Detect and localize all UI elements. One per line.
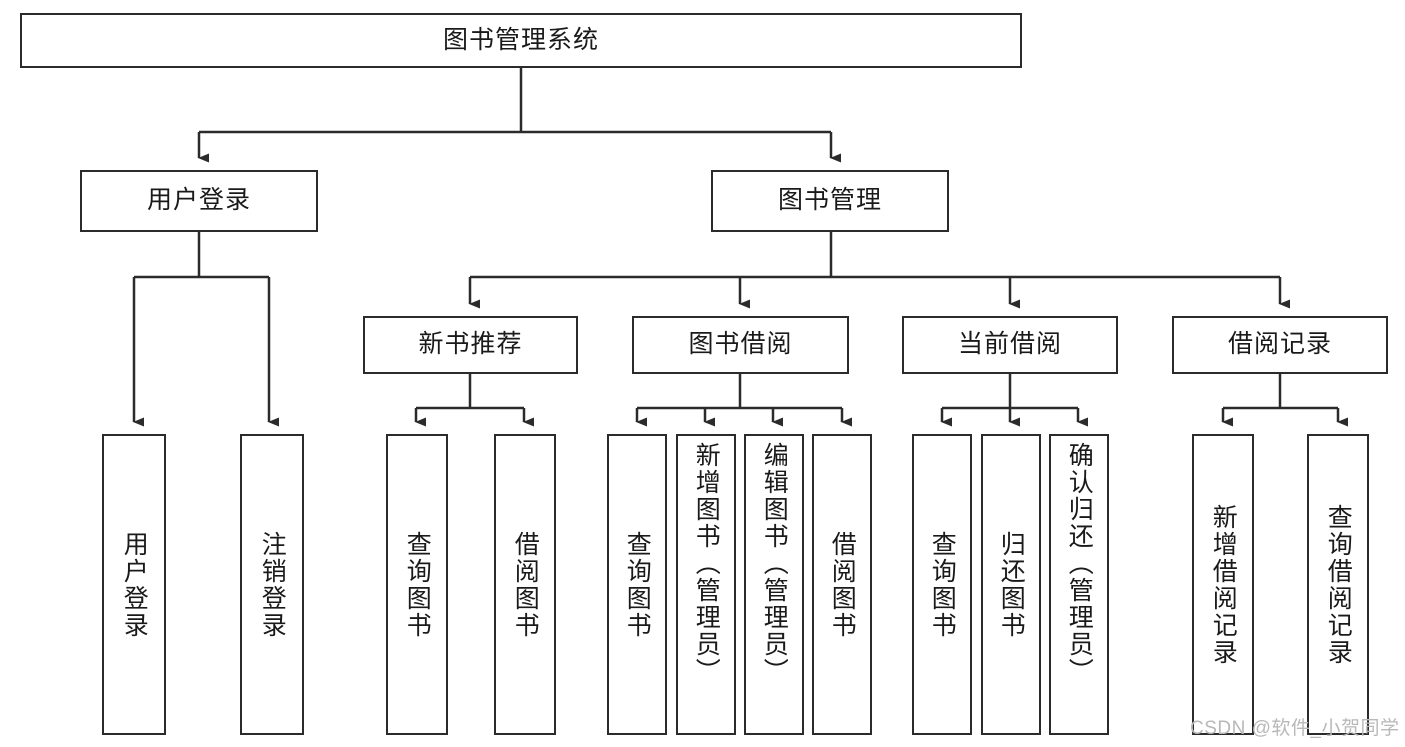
node-borrow-record-label: 借阅记录 bbox=[1227, 330, 1332, 359]
node-leaf-query-book-2[interactable]: 查询图书 bbox=[607, 434, 667, 735]
node-leaf-user-login-label: 用户登录 bbox=[120, 530, 149, 639]
node-leaf-query-book-1[interactable]: 查询图书 bbox=[386, 434, 448, 735]
csdn-watermark: CSDN @软件_小贺同学 bbox=[1190, 718, 1400, 739]
node-leaf-add-record[interactable]: 新增借阅记录 bbox=[1192, 434, 1254, 735]
node-leaf-query-record-label: 查询借阅记录 bbox=[1324, 503, 1353, 666]
node-leaf-confirm-return[interactable]: 确认归还（管理员） bbox=[1049, 434, 1109, 735]
node-book-management[interactable]: 图书管理 bbox=[711, 170, 949, 232]
node-leaf-borrow-book-2-label: 借阅图书 bbox=[828, 530, 857, 639]
node-leaf-query-book-3[interactable]: 查询图书 bbox=[912, 434, 972, 735]
node-root[interactable]: 图书管理系统 bbox=[20, 13, 1022, 68]
node-leaf-user-logout[interactable]: 注销登录 bbox=[240, 434, 304, 735]
node-new-book-recommend[interactable]: 新书推荐 bbox=[363, 316, 578, 374]
node-leaf-query-book-3-label: 查询图书 bbox=[928, 530, 957, 639]
node-leaf-user-login[interactable]: 用户登录 bbox=[102, 434, 166, 735]
node-current-borrow-label: 当前借阅 bbox=[957, 330, 1062, 359]
node-book-management-label: 图书管理 bbox=[777, 186, 882, 215]
node-leaf-edit-book[interactable]: 编辑图书（管理员） bbox=[744, 434, 804, 735]
node-current-borrow[interactable]: 当前借阅 bbox=[902, 316, 1118, 374]
node-book-borrow[interactable]: 图书借阅 bbox=[632, 316, 849, 374]
node-user-login[interactable]: 用户登录 bbox=[80, 170, 318, 232]
node-root-label: 图书管理系统 bbox=[442, 25, 599, 54]
node-leaf-query-book-1-label: 查询图书 bbox=[403, 530, 432, 639]
node-leaf-confirm-return-label: 确认归还（管理员） bbox=[1065, 442, 1094, 685]
node-leaf-return-book-label: 归还图书 bbox=[997, 530, 1026, 639]
node-leaf-return-book[interactable]: 归还图书 bbox=[981, 434, 1041, 735]
node-leaf-query-book-2-label: 查询图书 bbox=[623, 530, 652, 639]
node-leaf-edit-book-label: 编辑图书（管理员） bbox=[760, 442, 789, 685]
node-new-book-recommend-label: 新书推荐 bbox=[418, 330, 523, 359]
node-leaf-user-logout-label: 注销登录 bbox=[258, 530, 287, 639]
node-leaf-borrow-book-1-label: 借阅图书 bbox=[511, 530, 540, 639]
node-leaf-borrow-book-1[interactable]: 借阅图书 bbox=[494, 434, 556, 735]
node-leaf-add-record-label: 新增借阅记录 bbox=[1209, 503, 1238, 666]
node-user-login-label: 用户登录 bbox=[146, 186, 251, 215]
node-leaf-add-book[interactable]: 新增图书（管理员） bbox=[676, 434, 736, 735]
node-leaf-add-book-label: 新增图书（管理员） bbox=[692, 442, 721, 685]
node-book-borrow-label: 图书借阅 bbox=[688, 330, 793, 359]
node-leaf-borrow-book-2[interactable]: 借阅图书 bbox=[812, 434, 872, 735]
node-leaf-query-record[interactable]: 查询借阅记录 bbox=[1307, 434, 1369, 735]
node-borrow-record[interactable]: 借阅记录 bbox=[1172, 316, 1388, 374]
